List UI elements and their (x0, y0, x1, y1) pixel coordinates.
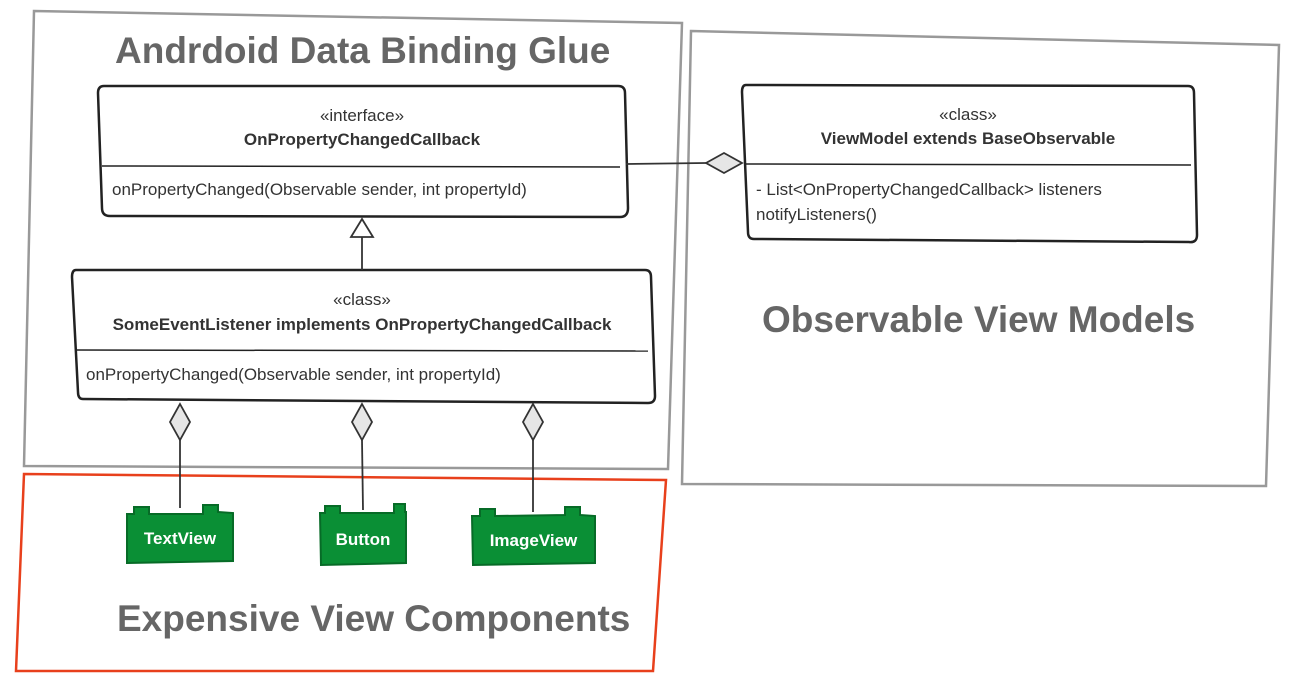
callback-interface-stereotype: «interface» (319, 106, 405, 125)
aggregation-diamond-button (350, 402, 374, 442)
callback-interface-divider (101, 165, 621, 168)
aggregation-diamond-imageview (521, 402, 545, 442)
aggregation-diamond-textview (168, 402, 192, 442)
component-label-imageview: ImageView (489, 531, 578, 550)
event-listener-stereotype: «class» (333, 290, 391, 309)
view-model-divider (744, 163, 1192, 166)
callback-interface-box (96, 84, 630, 219)
callback-interface-method: onPropertyChanged(Observable sender, int… (112, 180, 527, 199)
generalization-arrowhead (349, 217, 375, 238)
aggregation-diamond-viewmodel (704, 151, 744, 175)
glue-package-frame (22, 9, 684, 471)
callback-interface-name: OnPropertyChangedCallback (243, 130, 481, 149)
view-model-stereotype: «class» (939, 105, 997, 124)
view-components-package-title: Expensive View Components (117, 598, 631, 639)
component-label-button: Button (335, 530, 391, 549)
aggregation-line-button (361, 439, 364, 511)
view-models-package-frame (680, 29, 1281, 488)
view-model-method-notify: notifyListeners() (756, 205, 877, 224)
event-listener-method: onPropertyChanged(Observable sender, int… (86, 365, 501, 384)
event-listener-divider (75, 349, 649, 352)
component-shape-button (318, 503, 407, 567)
view-components-package-frame (14, 472, 668, 673)
component-shape-imageview (470, 506, 596, 567)
event-listener-name: SomeEventListener implements OnPropertyC… (112, 315, 612, 334)
view-model-box (740, 83, 1199, 244)
view-model-field-listeners: - List<OnPropertyChangedCallback> listen… (756, 180, 1102, 199)
glue-package-title: Andrdoid Data Binding Glue (115, 30, 611, 71)
component-shape-textview (126, 504, 234, 565)
view-models-package-title: Observable View Models (762, 299, 1196, 340)
view-model-name: ViewModel extends BaseObservable (820, 129, 1116, 148)
event-listener-box (70, 268, 657, 405)
component-label-textview: TextView (143, 529, 217, 548)
aggregation-line-callback-viewmodel (625, 162, 707, 165)
